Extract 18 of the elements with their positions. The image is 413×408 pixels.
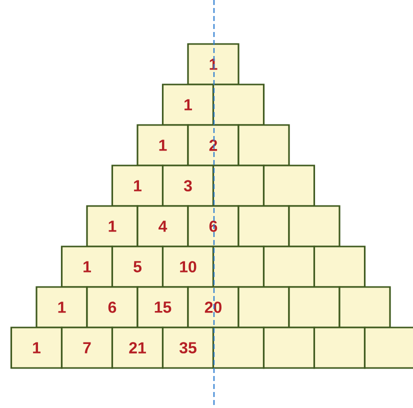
number-box: 5 bbox=[111, 246, 164, 288]
number-box: 6 bbox=[86, 286, 138, 328]
number-box: 4 bbox=[136, 205, 189, 248]
number-box: 1 bbox=[10, 326, 63, 369]
number-box: 35 bbox=[162, 326, 214, 369]
number-box: 15 bbox=[136, 286, 189, 328]
number-box: 1 bbox=[86, 205, 138, 248]
number-box: 1 bbox=[36, 286, 88, 328]
number-box: 1 bbox=[111, 164, 164, 207]
number-box: 1 bbox=[60, 246, 114, 288]
number-box: 1 bbox=[162, 84, 214, 126]
number-box: 21 bbox=[111, 326, 164, 369]
number-box: 1 bbox=[136, 124, 189, 166]
number-box: 7 bbox=[60, 326, 114, 369]
number-box: 10 bbox=[162, 246, 214, 288]
number-box: 20 bbox=[187, 286, 240, 328]
number-box: 6 bbox=[187, 205, 240, 248]
number-box: 3 bbox=[162, 164, 214, 207]
